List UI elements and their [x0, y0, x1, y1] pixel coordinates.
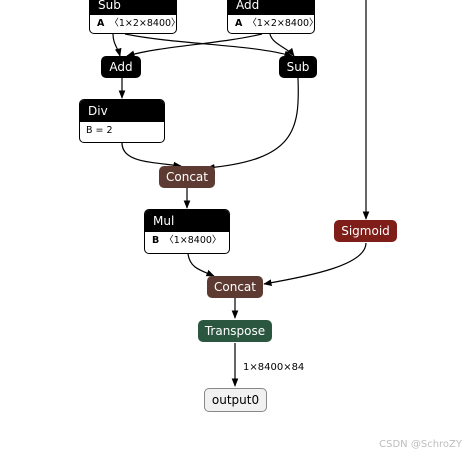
attr-value: 〈1×8400〉 — [164, 235, 222, 246]
attr-value: 〈1×2×8400〉 — [109, 18, 177, 29]
sub-node[interactable]: Sub — [279, 56, 317, 78]
edge-sigmoid-to-concat — [263, 242, 367, 287]
edge-add-to-add — [126, 33, 263, 58]
sigmoid-node[interactable]: Sigmoid — [334, 220, 397, 242]
output-shape-label: 1×8400×84 — [243, 362, 305, 373]
edge-sub-to-add — [112, 33, 122, 57]
sub-node-top[interactable]: Sub A 〈1×2×8400〉 — [89, 0, 177, 34]
attr-name: A — [235, 18, 243, 29]
concat-node-1[interactable]: Concat — [159, 166, 215, 188]
attr-name: A — [97, 18, 105, 29]
div-node-title: Div — [80, 100, 164, 122]
div-node[interactable]: Div B = 2 — [79, 99, 165, 143]
edge-mul-to-concat — [187, 253, 215, 277]
edge-add-to-sub — [269, 33, 295, 57]
edge-sub-to-sub — [124, 33, 293, 58]
attr-name: B — [152, 235, 160, 246]
add-node-top[interactable]: Add A 〈1×2×8400〉 — [227, 0, 315, 34]
edge-sub-to-concat — [206, 77, 299, 171]
watermark: CSDN @SchroZY — [379, 439, 462, 450]
concat-node-2[interactable]: Concat — [207, 276, 263, 298]
sub-node-top-attr: A 〈1×2×8400〉 — [90, 15, 176, 32]
mul-node-attr: B 〈1×8400〉 — [145, 232, 229, 249]
attr-value: 〈1×2×8400〉 — [247, 18, 315, 29]
add-node-top-title: Add — [228, 0, 314, 15]
add-node-top-attr: A 〈1×2×8400〉 — [228, 15, 314, 32]
mul-node[interactable]: Mul B 〈1×8400〉 — [144, 209, 230, 254]
mul-node-title: Mul — [145, 210, 229, 232]
sub-node-top-title: Sub — [90, 0, 176, 15]
div-node-attr: B = 2 — [86, 125, 113, 136]
transpose-node[interactable]: Transpose — [198, 320, 272, 342]
add-node[interactable]: Add — [101, 56, 141, 78]
edge-div-to-concat — [121, 142, 182, 169]
output-node[interactable]: output0 — [204, 388, 267, 412]
